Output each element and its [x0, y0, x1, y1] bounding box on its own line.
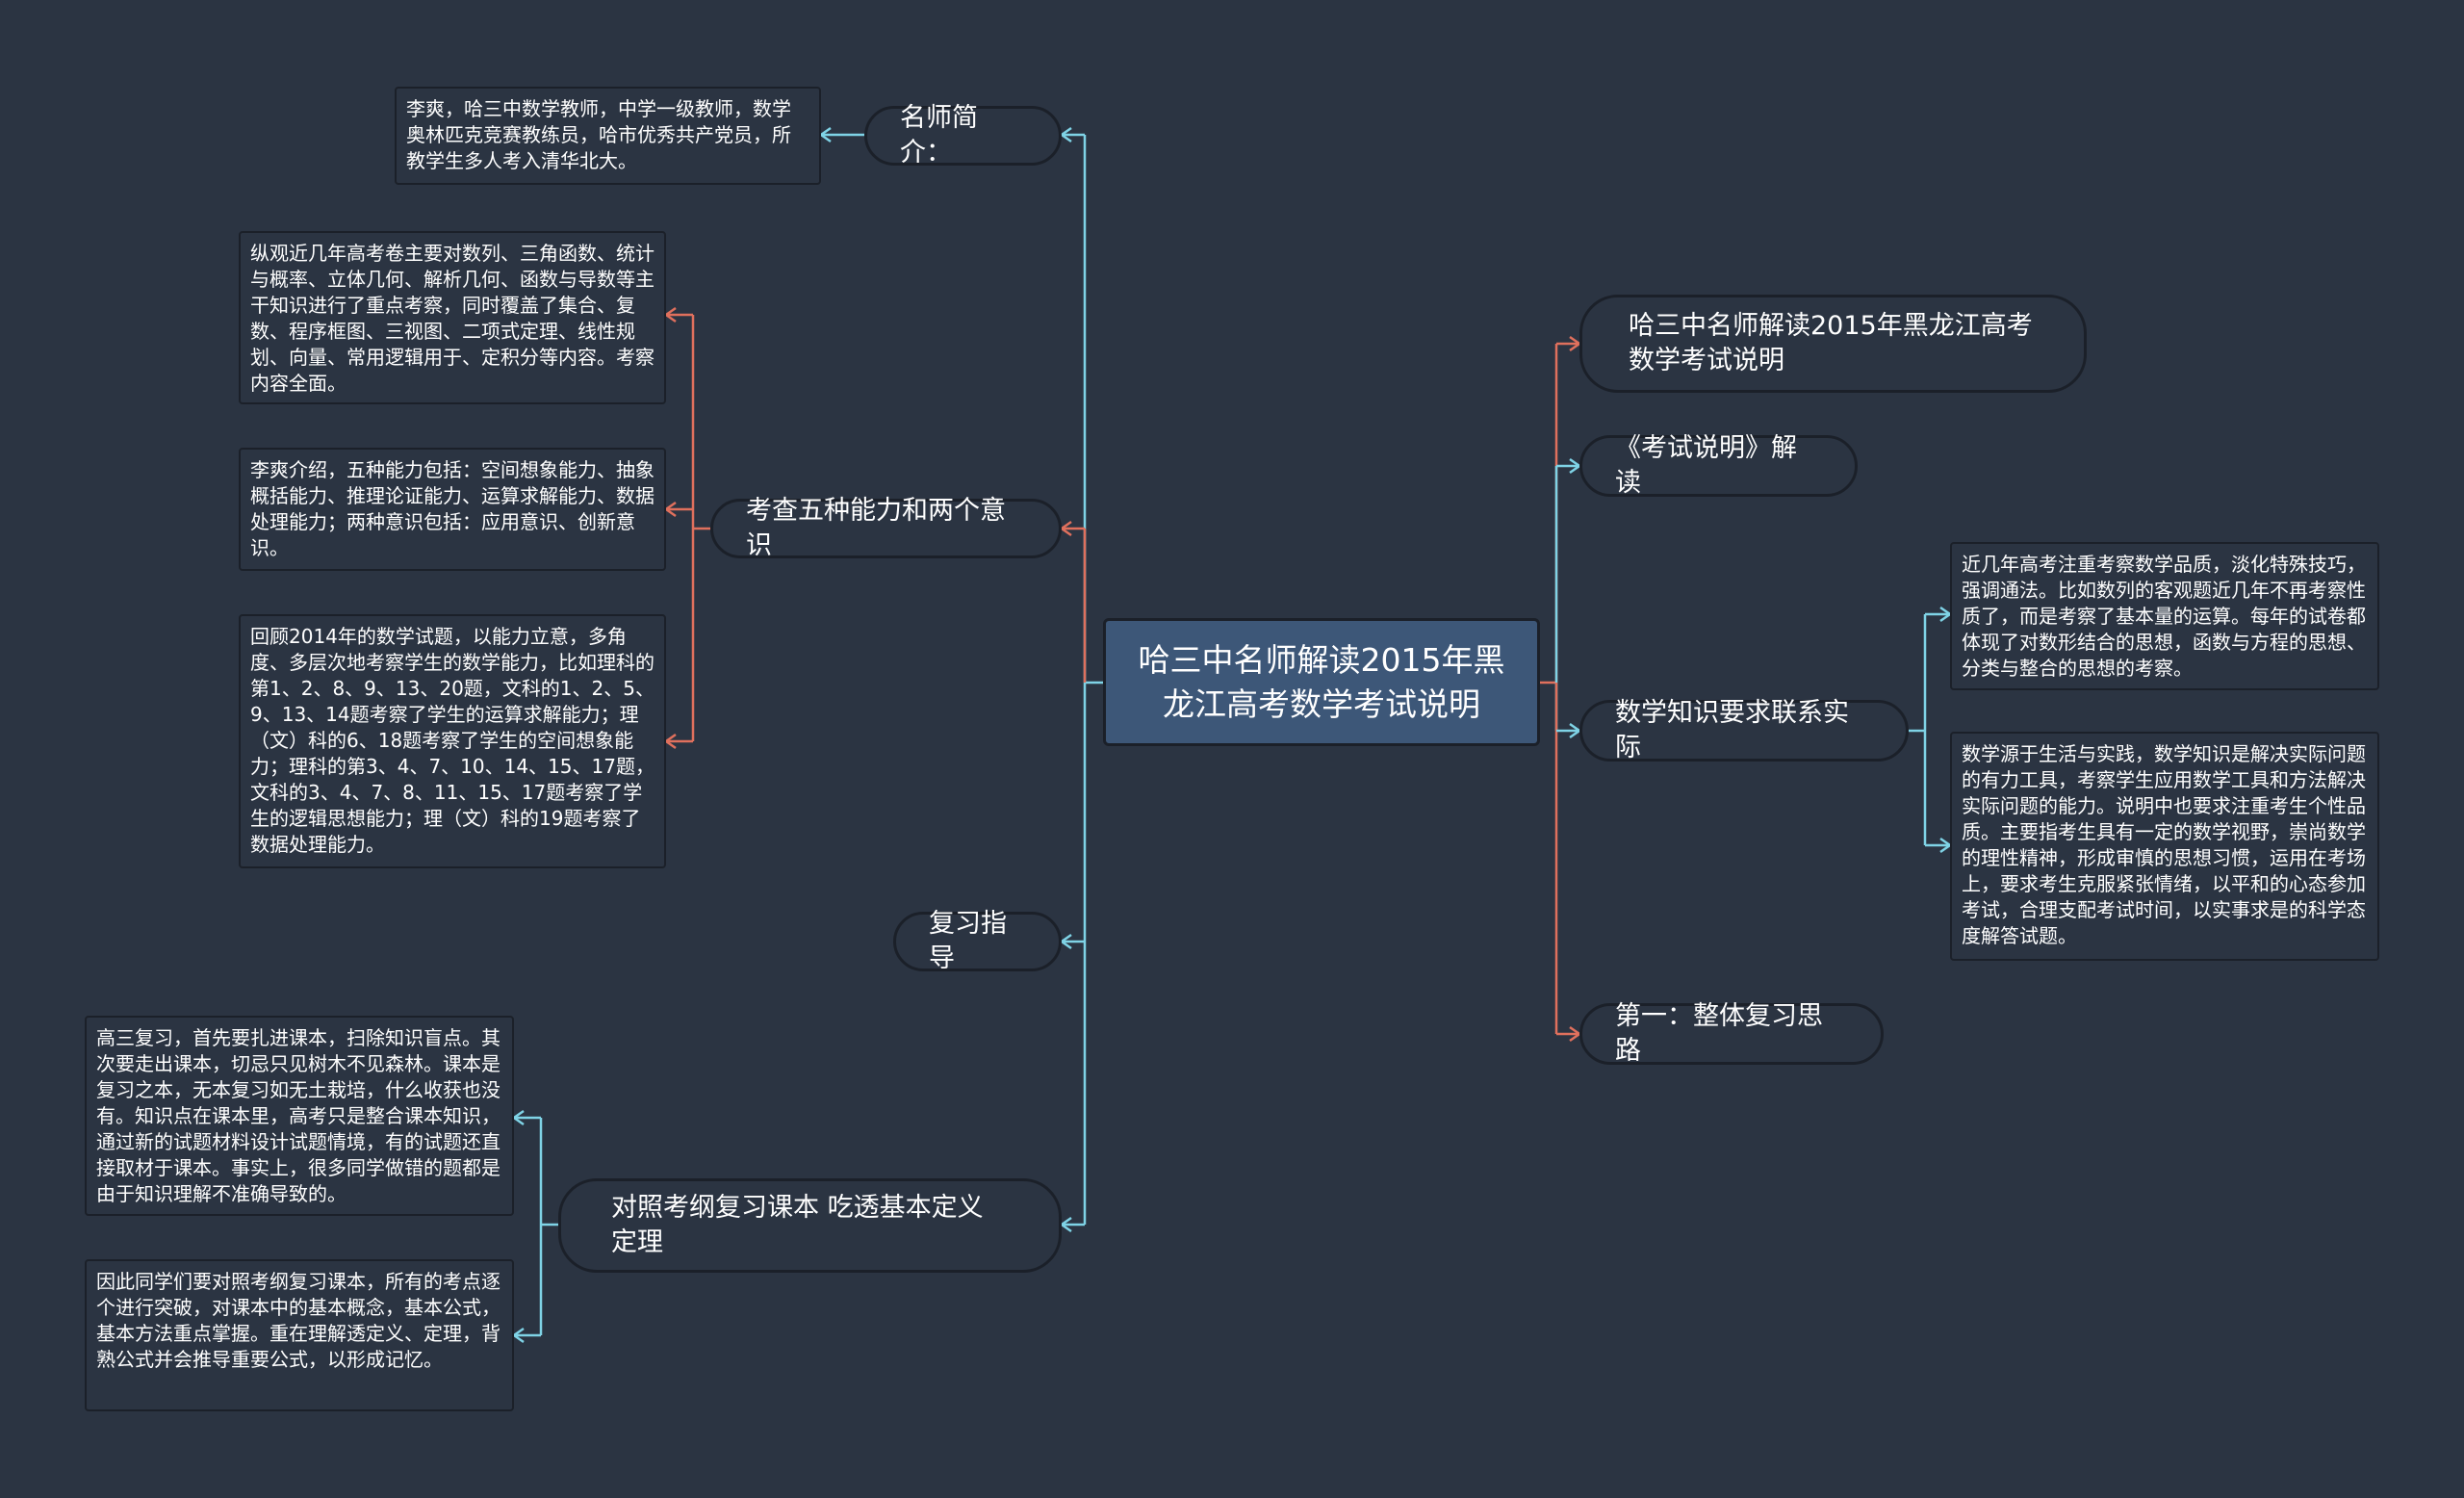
node-practice[interactable]: 数学知识要求联系实际 [1579, 698, 1909, 762]
arrow-abilities [1059, 520, 1072, 537]
arrow-teacher-note [818, 126, 832, 143]
arrow-textbook-note-2 [511, 1327, 525, 1344]
note-teacher-intro: 李爽，哈三中数学教师，中学一级教师，数学奥林匹克竞赛教练员，哈市优秀共产党员，所… [395, 87, 821, 185]
node-textbook-label: 对照考纲复习课本 吃透基本定义定理 [611, 1193, 984, 1257]
note-practice-1: 近几年高考注重考察数学品质，淡化特殊技巧，强调通法。比如数列的客观题近几年不再考… [1950, 542, 2379, 690]
node-teacher-intro[interactable]: 名师简介： [864, 103, 1062, 168]
node-exam-desc-label: 《考试说明》解读 [1615, 433, 1797, 498]
connector-practice-trunk [1909, 614, 1927, 845]
note-abilities-2: 李爽介绍，五种能力包括：空间想象能力、抽象概括能力、推理论证能力、运算求解能力、… [239, 448, 666, 571]
arrow-teacher-intro [1059, 126, 1072, 143]
node-teacher-intro-label: 名师简介： [900, 103, 978, 168]
node-title[interactable]: 哈三中名师解读2015年黑龙江高考数学考试说明 [1579, 295, 2087, 393]
note-abilities-1-text: 纵观近几年高考卷主要对数列、三角函数、统计与概率、立体几何、解析几何、函数与导数… [250, 242, 654, 395]
note-teacher-intro-text: 李爽，哈三中数学教师，中学一级教师，数学奥林匹克竞赛教练员，哈市优秀共产党员，所… [406, 97, 791, 172]
arrow-abilities-note-3 [663, 733, 677, 750]
arrow-abilities-note-2 [663, 501, 677, 518]
connector-abilities-trunk [691, 315, 710, 741]
root-node[interactable]: 哈三中名师解读2015年黑龙江高考数学考试说明 [1103, 618, 1540, 746]
node-practice-label: 数学知识要求联系实际 [1615, 698, 1849, 762]
note-abilities-3-text: 回顾2014年的数学试题，以能力立意，多角度、多层次地考察学生的数学能力，比如理… [250, 625, 654, 856]
note-practice-2-text: 数学源于生活与实践，数学知识是解决实际问题的有力工具，考察学生应用数学工具和方法… [1962, 742, 2366, 947]
node-abilities-label: 考查五种能力和两个意识 [746, 496, 1006, 560]
note-practice-1-text: 近几年高考注重考察数学品质，淡化特殊技巧，强调通法。比如数列的客观题近几年不再考… [1962, 553, 2366, 680]
note-textbook-1: 高三复习，首先要扎进课本，扫除知识盲点。其次要走出课本，切忌只见树木不见森林。课… [85, 1016, 514, 1216]
node-first-review-label: 第一：整体复习思路 [1615, 1001, 1823, 1066]
node-title-label: 哈三中名师解读2015年黑龙江高考数学考试说明 [1629, 311, 2033, 375]
root-node-label: 哈三中名师解读2015年黑龙江高考数学考试说明 [1138, 640, 1505, 723]
node-review-guide[interactable]: 复习指导 [893, 909, 1062, 973]
node-review-guide-label: 复习指导 [929, 909, 1007, 973]
arrow-textbook [1059, 1216, 1072, 1233]
note-abilities-3: 回顾2014年的数学试题，以能力立意，多角度、多层次地考察学生的数学能力，比如理… [239, 614, 666, 868]
node-abilities[interactable]: 考查五种能力和两个意识 [710, 496, 1062, 560]
node-exam-desc[interactable]: 《考试说明》解读 [1579, 433, 1858, 498]
note-abilities-2-text: 李爽介绍，五种能力包括：空间想象能力、抽象概括能力、推理论证能力、运算求解能力、… [250, 458, 654, 559]
node-first-review[interactable]: 第一：整体复习思路 [1579, 1001, 1884, 1066]
node-textbook[interactable]: 对照考纲复习课本 吃透基本定义定理 [558, 1178, 1062, 1273]
note-textbook-1-text: 高三复习，首先要扎进课本，扫除知识盲点。其次要走出课本，切忌只见树木不见森林。课… [96, 1026, 500, 1205]
connector-textbook-trunk [539, 1118, 558, 1335]
arrow-review-guide [1059, 933, 1072, 950]
note-abilities-1: 纵观近几年高考卷主要对数列、三角函数、统计与概率、立体几何、解析几何、函数与导数… [239, 231, 666, 404]
arrow-textbook-note-1 [511, 1109, 525, 1126]
note-textbook-2-text: 因此同学们要对照考纲复习课本，所有的考点逐个进行突破，对课本中的基本概念，基本公… [96, 1270, 500, 1371]
note-textbook-2: 因此同学们要对照考纲复习课本，所有的考点逐个进行突破，对课本中的基本概念，基本公… [85, 1259, 514, 1411]
note-practice-2: 数学源于生活与实践，数学知识是解决实际问题的有力工具，考察学生应用数学工具和方法… [1950, 732, 2379, 961]
arrow-abilities-note-1 [663, 306, 677, 323]
